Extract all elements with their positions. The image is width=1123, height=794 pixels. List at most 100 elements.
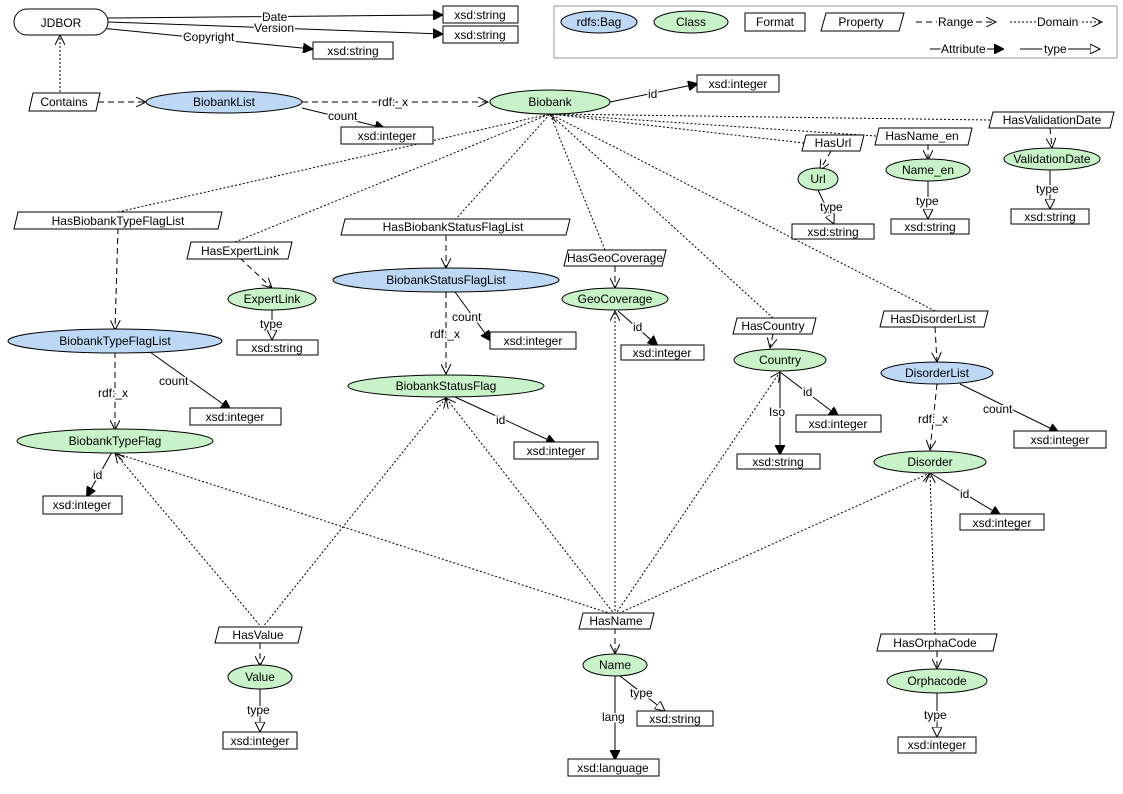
format-version-box	[442, 25, 519, 44]
edge-label-geocoverage-id: id	[633, 320, 642, 334]
property-hasorphacode	[876, 633, 998, 652]
format-biobanklist-count-label: xsd:integer	[358, 129, 417, 143]
edge-type-name	[619, 675, 665, 711]
class-biobankstatusflag-label: BiobankStatusFlag	[396, 379, 497, 393]
edge-domain-hasvalue-2	[261, 398, 446, 629]
jdbor-node	[13, 8, 109, 36]
property-hasgeocoverage-label: HasGeoCoverage	[567, 251, 663, 265]
edge-domain-hasorphacode	[930, 473, 936, 635]
property-hasvalue-label: HasValue	[232, 628, 283, 642]
format-geocoverage-id-box	[620, 344, 705, 361]
property-hasexpertlink	[186, 241, 293, 260]
edge-label-validationdate-type: type	[1036, 182, 1059, 196]
edge-domain-hasurl	[549, 113, 805, 144]
format-expertlink-type-box	[236, 339, 319, 356]
edge-geocoverage-id	[617, 310, 657, 345]
edge-domain-hasname-en	[549, 113, 877, 137]
edge-domain-hascountry	[549, 113, 774, 319]
property-hasexpertlink-label: HasExpertLink	[201, 244, 280, 258]
edge-label-expertlink-type: type	[260, 317, 283, 331]
edge-label-disorder-id: id	[960, 487, 969, 501]
property-hasbiobankstatusflaglist-label: HasBiobankStatusFlagList	[383, 220, 524, 234]
format-copyright-label: xsd:string	[327, 44, 378, 58]
edge-range-url	[820, 150, 832, 170]
legend-property-box	[820, 12, 905, 32]
legend-class-ellipse	[653, 10, 729, 34]
edge-label-biobanklist-rdfx: rdf:_x	[378, 95, 408, 109]
legend-bag-ellipse	[560, 10, 638, 34]
edge-range-validationdate	[1050, 127, 1052, 148]
edge-label-biobank-id: id	[648, 87, 657, 101]
property-hascountry-label: HasCountry	[741, 319, 804, 333]
class-geocoverage-label: GeoCoverage	[578, 292, 653, 306]
legend-range-label: Range	[938, 15, 974, 29]
edge-biobanktypeflaglist-count	[149, 351, 230, 409]
edge-range-biobanktypeflaglist	[115, 227, 118, 330]
format-statusflaglist-count-label: xsd:integer	[504, 334, 563, 348]
class-value-label: Value	[245, 670, 275, 684]
format-expertlink-type-label: xsd:string	[251, 341, 302, 355]
class-disorder	[873, 450, 987, 474]
edge-copyright	[99, 27, 312, 49]
edge-label-name-lang: lang	[602, 710, 625, 724]
class-disorder-label: Disorder	[907, 455, 952, 469]
property-hasname-en	[874, 127, 973, 146]
legend-property-label: Property	[838, 15, 883, 29]
bag-biobanklist-label: BiobankList	[193, 95, 256, 109]
class-name-label: Name	[599, 658, 631, 672]
format-date-label: xsd:string	[454, 8, 505, 22]
format-statusflag-id-label: xsd:integer	[527, 444, 586, 458]
class-name	[582, 653, 648, 677]
format-validationdate-type-box	[1010, 208, 1090, 225]
edge-domain-hasdisorderlist	[550, 114, 936, 312]
property-hasvalidationdate	[988, 111, 1115, 129]
legend-format-box	[744, 12, 806, 32]
edge-label-date: Date	[262, 10, 288, 24]
edge-label-typeflaglist-count: count	[159, 374, 189, 388]
edge-type-url	[817, 189, 834, 224]
format-url-type-box	[791, 223, 875, 240]
format-name-type-box	[636, 710, 714, 727]
bag-biobanklist	[145, 90, 303, 114]
edge-label-version: Version	[254, 21, 294, 35]
edge-label-orphacode-type: type	[924, 708, 947, 722]
property-hasbiobanktypeflaglist-label: HasBiobankTypeFlagList	[52, 214, 185, 228]
edge-label-disorderlist-rdfx: rdf:_x	[918, 412, 948, 426]
property-hasvalue	[214, 626, 303, 644]
edge-domain-hasvalidationdate	[549, 113, 991, 121]
class-geocoverage	[561, 287, 669, 311]
edge-biobanktypeflag-id	[87, 451, 113, 496]
class-country	[733, 348, 827, 372]
class-url	[797, 167, 839, 191]
legend-domain-label: Domain	[1037, 15, 1078, 29]
edge-domain-hasname-statusflag	[446, 398, 616, 616]
format-statusflag-id-box	[513, 441, 599, 460]
format-disorder-id-label: xsd:integer	[973, 516, 1032, 530]
class-biobank-label: Biobank	[528, 95, 572, 109]
format-value-type-box	[222, 731, 298, 750]
property-contains-label: Contains	[40, 95, 87, 109]
property-hasurl-label: HasUrl	[815, 136, 852, 150]
format-disorderlist-count-box	[1013, 430, 1107, 449]
format-typeflaglist-count-box	[189, 407, 282, 426]
edge-label-name-type: type	[630, 686, 653, 700]
format-url-type-label: xsd:string	[807, 225, 858, 239]
format-name-lang-label: xsd:language	[577, 761, 649, 775]
edge-date	[107, 15, 442, 18]
format-country-iso-label: xsd:string	[752, 455, 803, 469]
property-hasdisorderlist	[879, 310, 989, 328]
edge-range-country	[770, 333, 773, 348]
property-hasbiobanktypeflaglist	[13, 211, 223, 230]
edge-country-id	[779, 371, 838, 416]
format-geocoverage-id-label: xsd:integer	[633, 346, 692, 360]
format-disorderlist-count-label: xsd:integer	[1031, 433, 1090, 447]
format-statusflaglist-count-box	[489, 331, 577, 350]
legend-bag-label: rdfs:Bag	[577, 15, 622, 29]
edge-version	[107, 21, 442, 34]
format-typeflag-id-box	[42, 495, 123, 515]
format-orphacode-type-box	[897, 736, 977, 754]
edge-label-country-id: id	[803, 385, 812, 399]
bag-biobankstatusflaglist-label: BiobankStatusFlagList	[386, 273, 506, 287]
format-name-en-type-label: xsd:string	[904, 220, 955, 234]
